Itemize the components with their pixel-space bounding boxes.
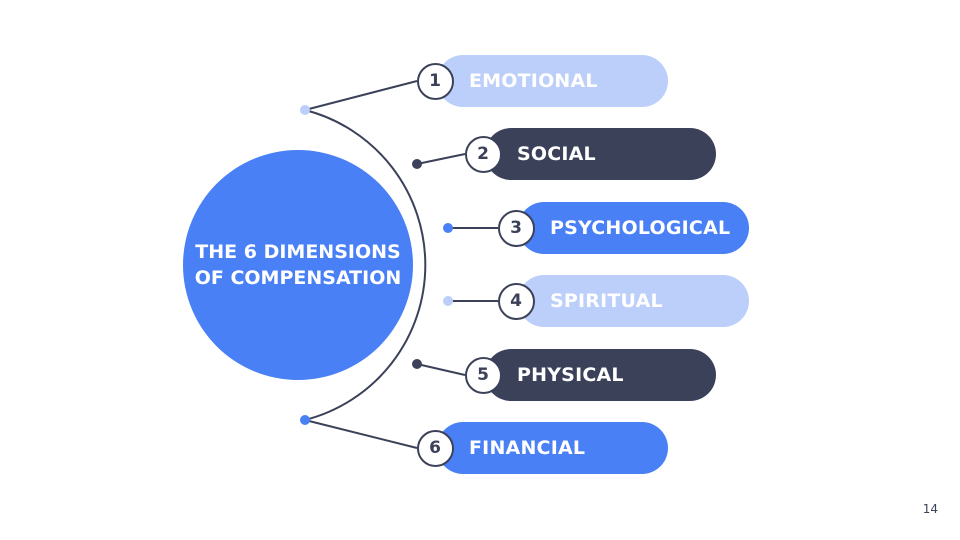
connector-arc	[304, 109, 427, 421]
dimension-pill-emotional: EMOTIONAL	[437, 55, 668, 107]
dimension-pill-financial: FINANCIAL	[437, 422, 668, 474]
connector-line-2	[416, 153, 466, 165]
dimension-label: SPIRITUAL	[550, 290, 663, 312]
dimension-label: FINANCIAL	[469, 437, 586, 459]
dimension-pill-social: SOCIAL	[485, 128, 716, 180]
number-badge-5: 5	[464, 356, 502, 394]
dimension-label: PHYSICAL	[517, 364, 624, 386]
number-badge-2: 2	[464, 135, 502, 173]
number-badge-3: 3	[497, 209, 535, 247]
center-title-line-1: THE 6 DIMENSIONS	[195, 241, 401, 263]
connector-dot-2	[412, 159, 422, 169]
number-badge-6: 6	[416, 429, 454, 467]
number-badge-4: 4	[497, 282, 535, 320]
connector-dot-4	[443, 296, 453, 306]
connector-dot-6	[300, 415, 310, 425]
connector-line-1	[304, 80, 418, 111]
number-badge-1: 1	[416, 62, 454, 100]
dimension-pill-spiritual: SPIRITUAL	[518, 275, 749, 327]
page-number: 14	[922, 502, 938, 516]
dimension-label: PSYCHOLOGICAL	[550, 217, 731, 239]
center-circle: THE 6 DIMENSIONS OF COMPENSATION	[183, 150, 413, 380]
connector-dot-5	[412, 359, 422, 369]
connector-dot-1	[300, 105, 310, 115]
dimension-pill-physical: PHYSICAL	[485, 349, 716, 401]
connector-dot-3	[443, 223, 453, 233]
connector-line-6	[304, 419, 418, 449]
connector-line-5	[416, 363, 466, 376]
dimension-label: EMOTIONAL	[469, 70, 598, 92]
dimension-label: SOCIAL	[517, 143, 596, 165]
center-title-line-2: OF COMPENSATION	[194, 267, 402, 289]
dimension-pill-psychological: PSYCHOLOGICAL	[518, 202, 749, 254]
